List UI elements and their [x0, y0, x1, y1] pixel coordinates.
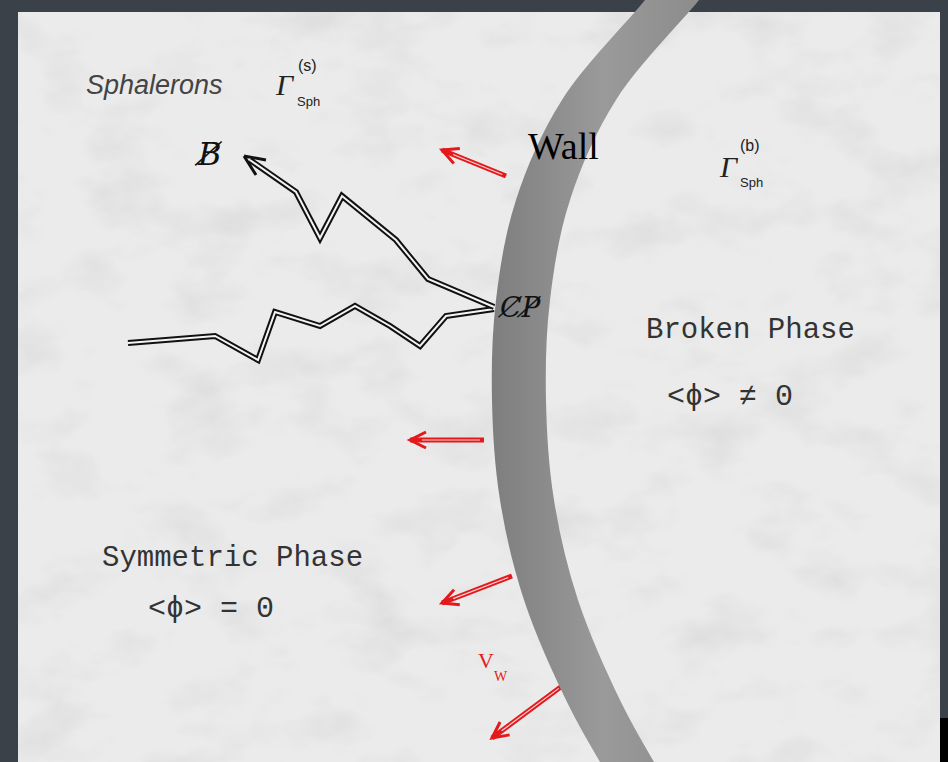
particle-paths — [128, 156, 494, 360]
velocity-label: V — [478, 650, 494, 672]
velocity-arrow-core — [422, 439, 480, 440]
arrow-head — [244, 156, 266, 175]
wall-band-shape — [492, 0, 714, 762]
corner-mark — [940, 718, 948, 762]
wall-band — [440, 0, 760, 762]
velocity-subscript: W — [494, 670, 507, 684]
velocity-arrow — [492, 686, 562, 738]
velocity-arrow-head — [492, 722, 510, 738]
heading-label: Sphalerons — [86, 72, 223, 99]
phase-label: Broken Phase — [646, 316, 855, 345]
zigzag-line-core — [250, 160, 494, 307]
vev-label: <ϕ> = 0 — [148, 594, 274, 624]
superscript: (s) — [298, 58, 317, 74]
velocity-arrow — [410, 438, 484, 443]
subscript: Sph — [740, 176, 763, 189]
velocity-arrow-core — [453, 155, 502, 175]
velocity-arrow-core — [502, 688, 559, 730]
bubble-wall: WallC̸P̸ — [440, 0, 760, 762]
rate-symbol: Γ — [276, 70, 293, 100]
wall-label: Wall — [528, 127, 599, 165]
rate-symbol: Γ — [720, 152, 737, 182]
baryon-violation-label: B̸ — [198, 138, 222, 170]
zigzag-line-core — [128, 306, 494, 360]
zigzag-line — [250, 160, 494, 307]
cp-violation-label: C̸P̸ — [500, 294, 540, 322]
phase-label: Symmetric Phase — [102, 544, 363, 573]
superscript: (b) — [740, 138, 760, 154]
marble-texture — [18, 12, 940, 762]
zigzag-line — [128, 306, 494, 360]
ground — [18, 12, 940, 762]
subscript: Sph — [297, 95, 320, 108]
vev-label: <ϕ> ≠ 0 — [667, 382, 793, 412]
velocity-arrow-core — [453, 577, 508, 598]
